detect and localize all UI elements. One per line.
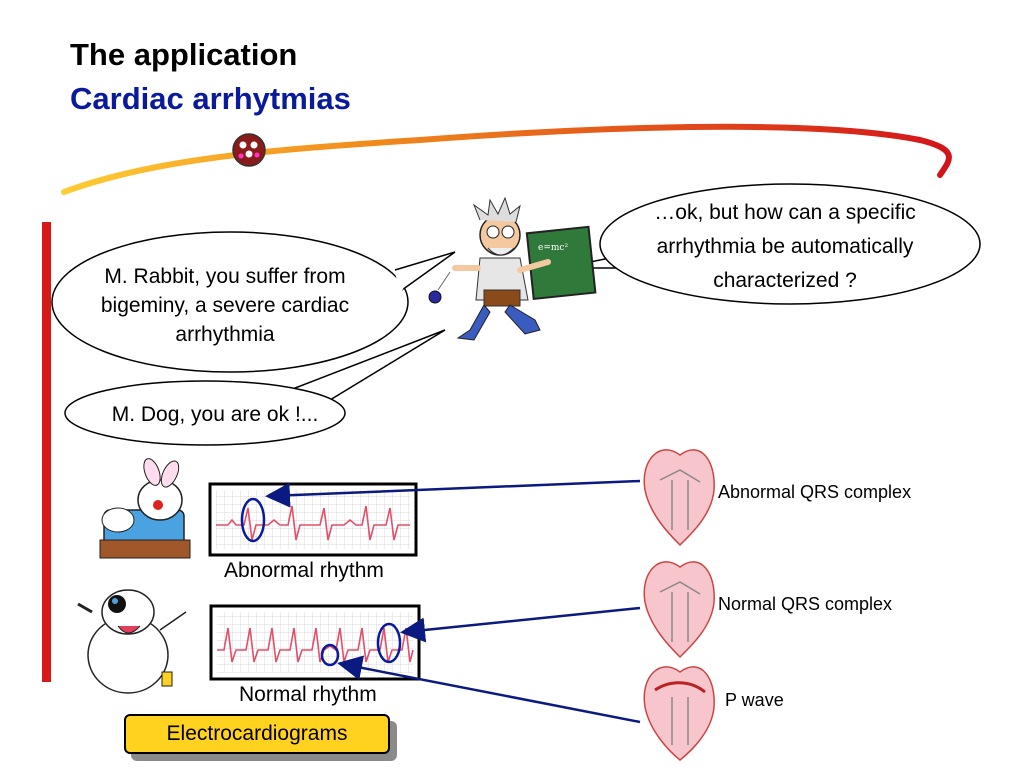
accent-bar	[42, 222, 51, 682]
arrow-p-wave	[337, 655, 641, 724]
arrow-abnormal-qrs	[265, 479, 641, 508]
speech-bubble-rabbit	[51, 231, 456, 373]
blackboard-formula: e=mc²	[538, 243, 568, 253]
electrocardiograms-label: Electrocardiograms	[166, 722, 348, 745]
slide-title: The application	[70, 37, 298, 72]
swoosh-line	[61, 123, 952, 195]
normal-qrs-label: Normal QRS complex	[718, 594, 893, 614]
normal-rhythm-label: Normal rhythm	[239, 683, 377, 706]
dog-illustration	[77, 589, 187, 694]
abnormal-qrs-label: Abnormal QRS complex	[718, 482, 912, 502]
slide-subtitle: Cardiac arrhytmias	[70, 81, 351, 116]
arrow-normal-qrs	[400, 606, 641, 643]
rabbit-diagnosis-text: M. Rabbit, you suffer from bigeminy, a s…	[100, 265, 350, 346]
professor-question-text: …ok, but how can a specific arrhythmia b…	[610, 196, 960, 298]
ecg-strip-abnormal	[208, 482, 418, 557]
professor-illustration: e=mc²	[428, 196, 597, 341]
heart-normal-qrs-illustration	[643, 561, 715, 659]
speech-bubble-dog	[64, 329, 446, 446]
rabbit-illustration	[99, 458, 191, 559]
heart-p-wave-illustration	[643, 666, 715, 761]
ecg-strip-normal	[209, 604, 421, 681]
dog-diagnosis-text: M. Dog, you are ok !...	[111, 403, 319, 426]
heart-abnormal-qrs-illustration	[643, 449, 715, 547]
professor-question-line-1: …ok, but how can a specific	[654, 201, 916, 224]
molecule-icon	[232, 133, 266, 167]
electrocardiograms-label-box: Electrocardiograms	[124, 714, 390, 754]
professor-question-line-2: arrhythmia be automatically	[656, 235, 914, 258]
abnormal-rhythm-label: Abnormal rhythm	[224, 559, 384, 582]
professor-question-line-3: characterized ?	[713, 269, 857, 292]
p-wave-label: P wave	[725, 690, 784, 710]
